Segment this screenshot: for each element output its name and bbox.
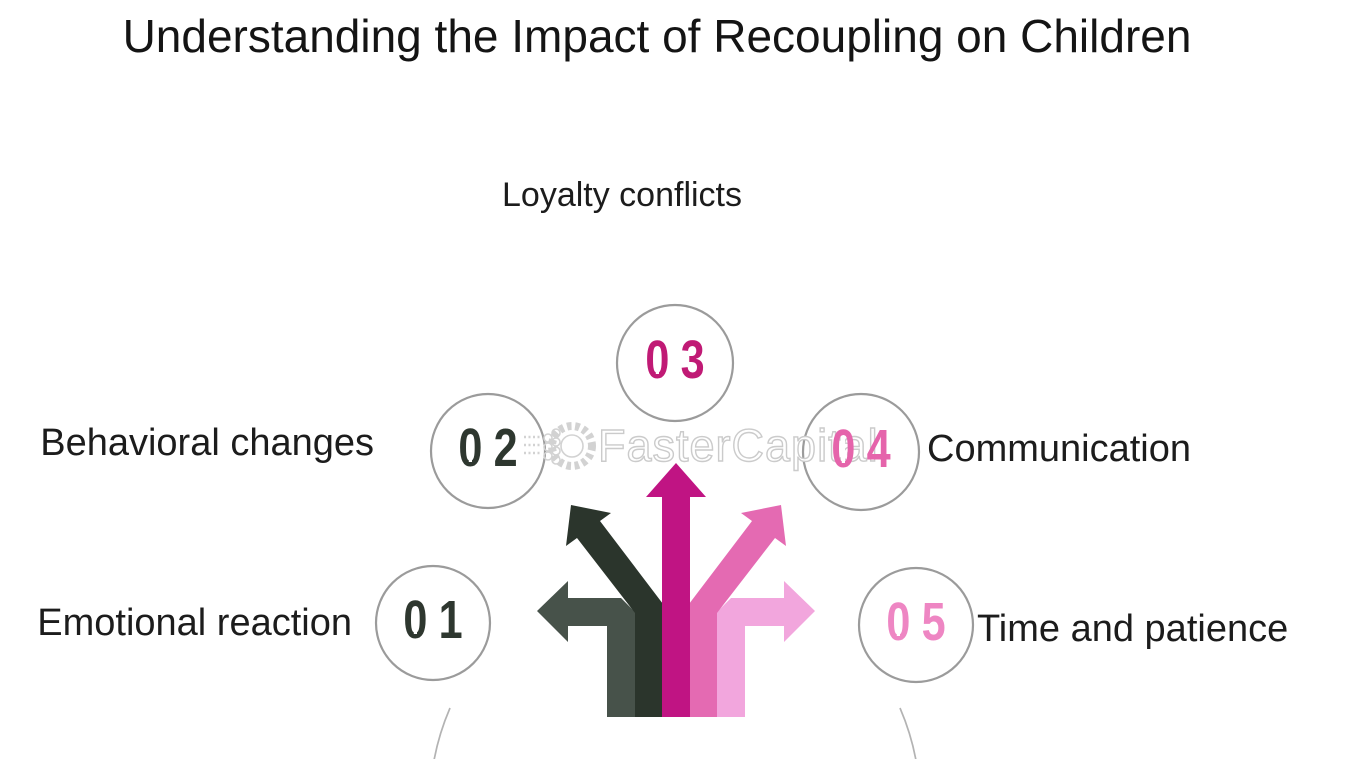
digit: 1 bbox=[438, 590, 463, 650]
digit: 4 bbox=[866, 419, 891, 479]
up-left-arrow bbox=[566, 505, 663, 717]
label-behavioral-changes: Behavioral changes bbox=[40, 422, 374, 464]
label-communication: Communication bbox=[927, 428, 1191, 470]
up-right-arrow bbox=[689, 505, 786, 717]
digit-zero: 0 bbox=[886, 589, 910, 655]
label-loyalty-conflicts: Loyalty conflicts bbox=[502, 176, 742, 214]
digit-zero: 0 bbox=[403, 587, 427, 653]
digit: 2 bbox=[493, 418, 518, 478]
digit: 5 bbox=[921, 592, 946, 652]
left-arrow bbox=[537, 581, 635, 717]
digit-zero: 0 bbox=[831, 416, 855, 482]
digit-zero: 0 bbox=[458, 415, 482, 481]
digit: 3 bbox=[680, 330, 705, 390]
digit-zero: 0 bbox=[645, 327, 669, 393]
right-arrow bbox=[717, 581, 815, 717]
page-title: Understanding the Impact of Recoupling o… bbox=[122, 10, 1192, 62]
label-time-and-patience: Time and patience bbox=[977, 608, 1289, 650]
up-arrow bbox=[646, 463, 706, 717]
label-emotional-reaction: Emotional reaction bbox=[37, 602, 352, 644]
